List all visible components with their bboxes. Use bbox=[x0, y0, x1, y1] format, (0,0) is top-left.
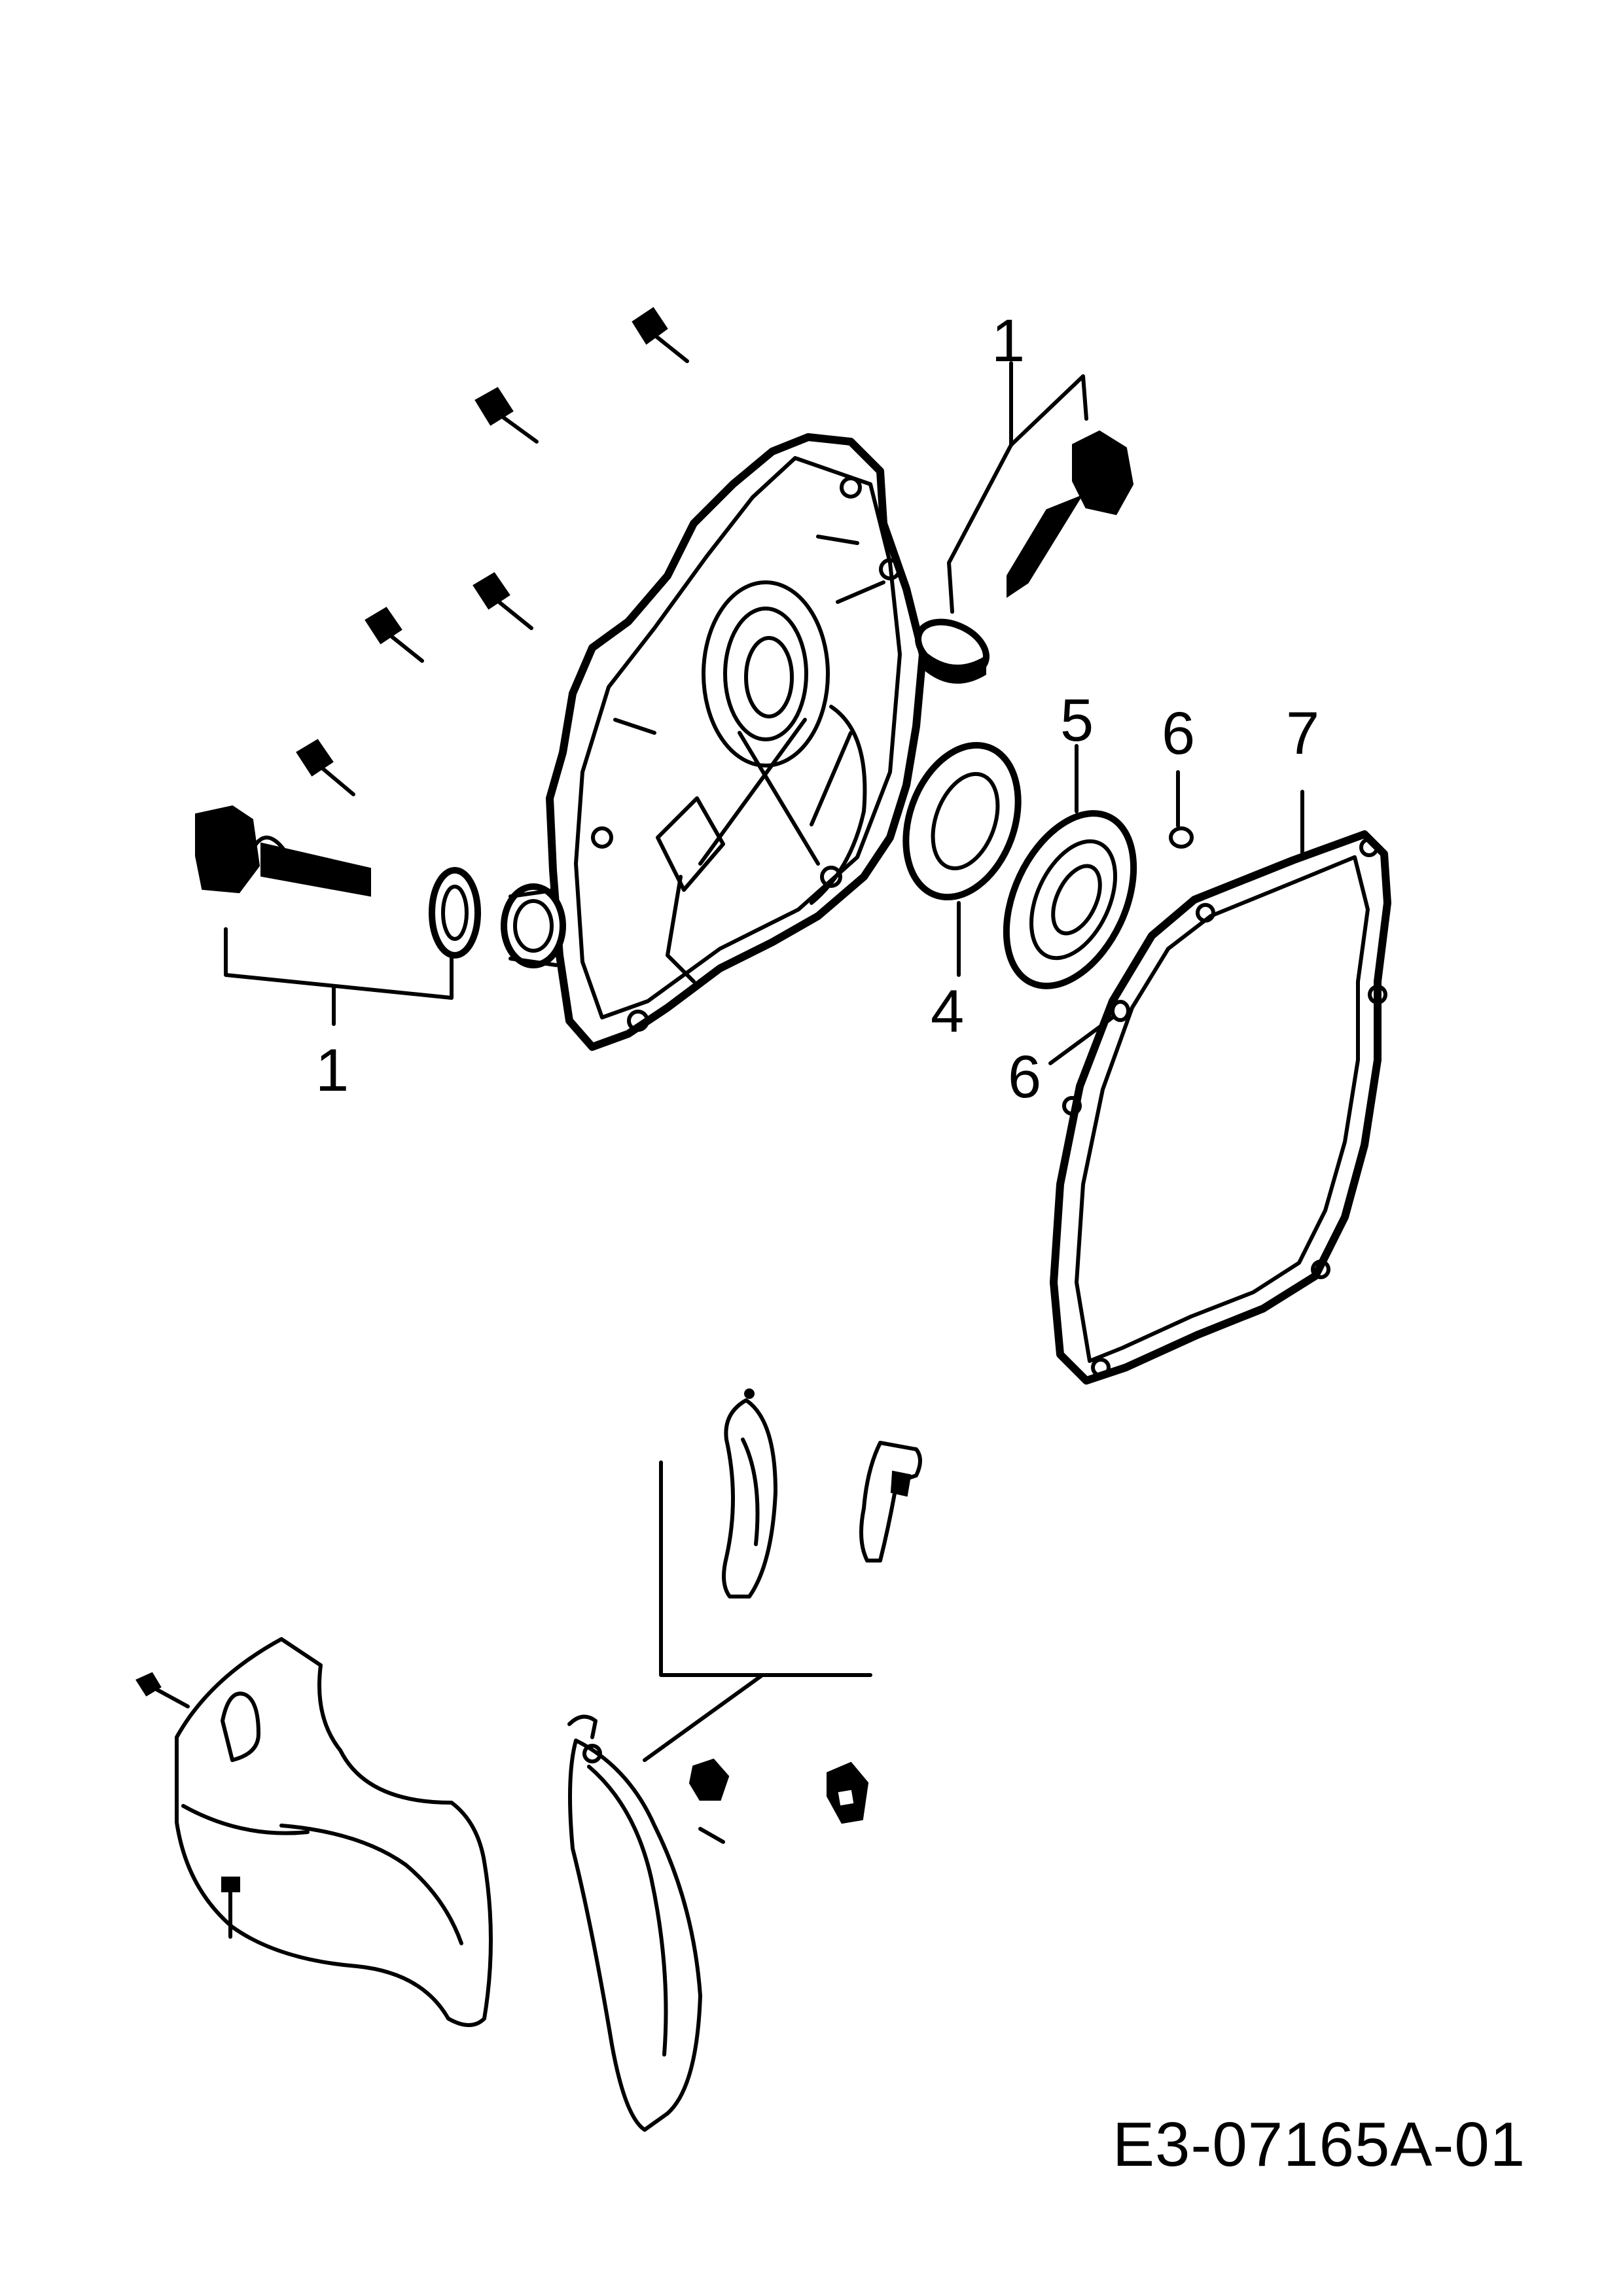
leader-bracket-lower bbox=[659, 1460, 872, 1677]
callout-7: 7 bbox=[1286, 700, 1320, 767]
flange-bolt bbox=[474, 387, 539, 444]
governor-sleeve bbox=[688, 1758, 730, 1801]
flange-bolt bbox=[632, 307, 689, 363]
callout-5: 5 bbox=[1060, 687, 1094, 754]
splash-guard-screw bbox=[221, 1877, 240, 1939]
governor-arm bbox=[859, 1441, 922, 1563]
crankcase-gasket bbox=[1050, 790, 1391, 1385]
governor-weight bbox=[722, 1388, 777, 1598]
oil-slinger bbox=[567, 1714, 702, 2132]
document-id: E3-07165A-01 bbox=[1113, 2110, 1526, 2180]
leader-line-1b bbox=[947, 361, 1013, 614]
oil-filler-cap-right bbox=[1007, 430, 1134, 598]
o-ring-right bbox=[915, 618, 990, 684]
leader-bracket-1a bbox=[224, 927, 454, 1000]
splash-guard bbox=[175, 1637, 493, 2027]
callout-6: 6 bbox=[1162, 700, 1196, 767]
callout-1: 1 bbox=[991, 308, 1026, 374]
leader-bracket-1b bbox=[1009, 374, 1088, 447]
splash-guard-screw bbox=[135, 1672, 190, 1708]
dowel-pin bbox=[1169, 770, 1194, 849]
ball-bearing bbox=[1003, 744, 1137, 989]
callout-4: 4 bbox=[931, 978, 965, 1045]
oil-seal bbox=[902, 741, 1022, 977]
governor-clip bbox=[698, 1827, 725, 1844]
oil-seal-left bbox=[501, 883, 566, 968]
o-ring-left bbox=[429, 867, 481, 959]
governor-shaft-washer bbox=[827, 1761, 869, 1824]
oil-filler-cap-left bbox=[195, 805, 371, 897]
leader-line-lower bbox=[643, 1673, 764, 1762]
flange-bolt bbox=[365, 607, 424, 663]
flange-bolt bbox=[473, 572, 533, 630]
callout-6: 6 bbox=[1008, 1044, 1042, 1110]
callout-1: 1 bbox=[315, 1037, 349, 1104]
crankcase-cover bbox=[546, 433, 927, 1051]
flange-bolt bbox=[296, 739, 355, 796]
